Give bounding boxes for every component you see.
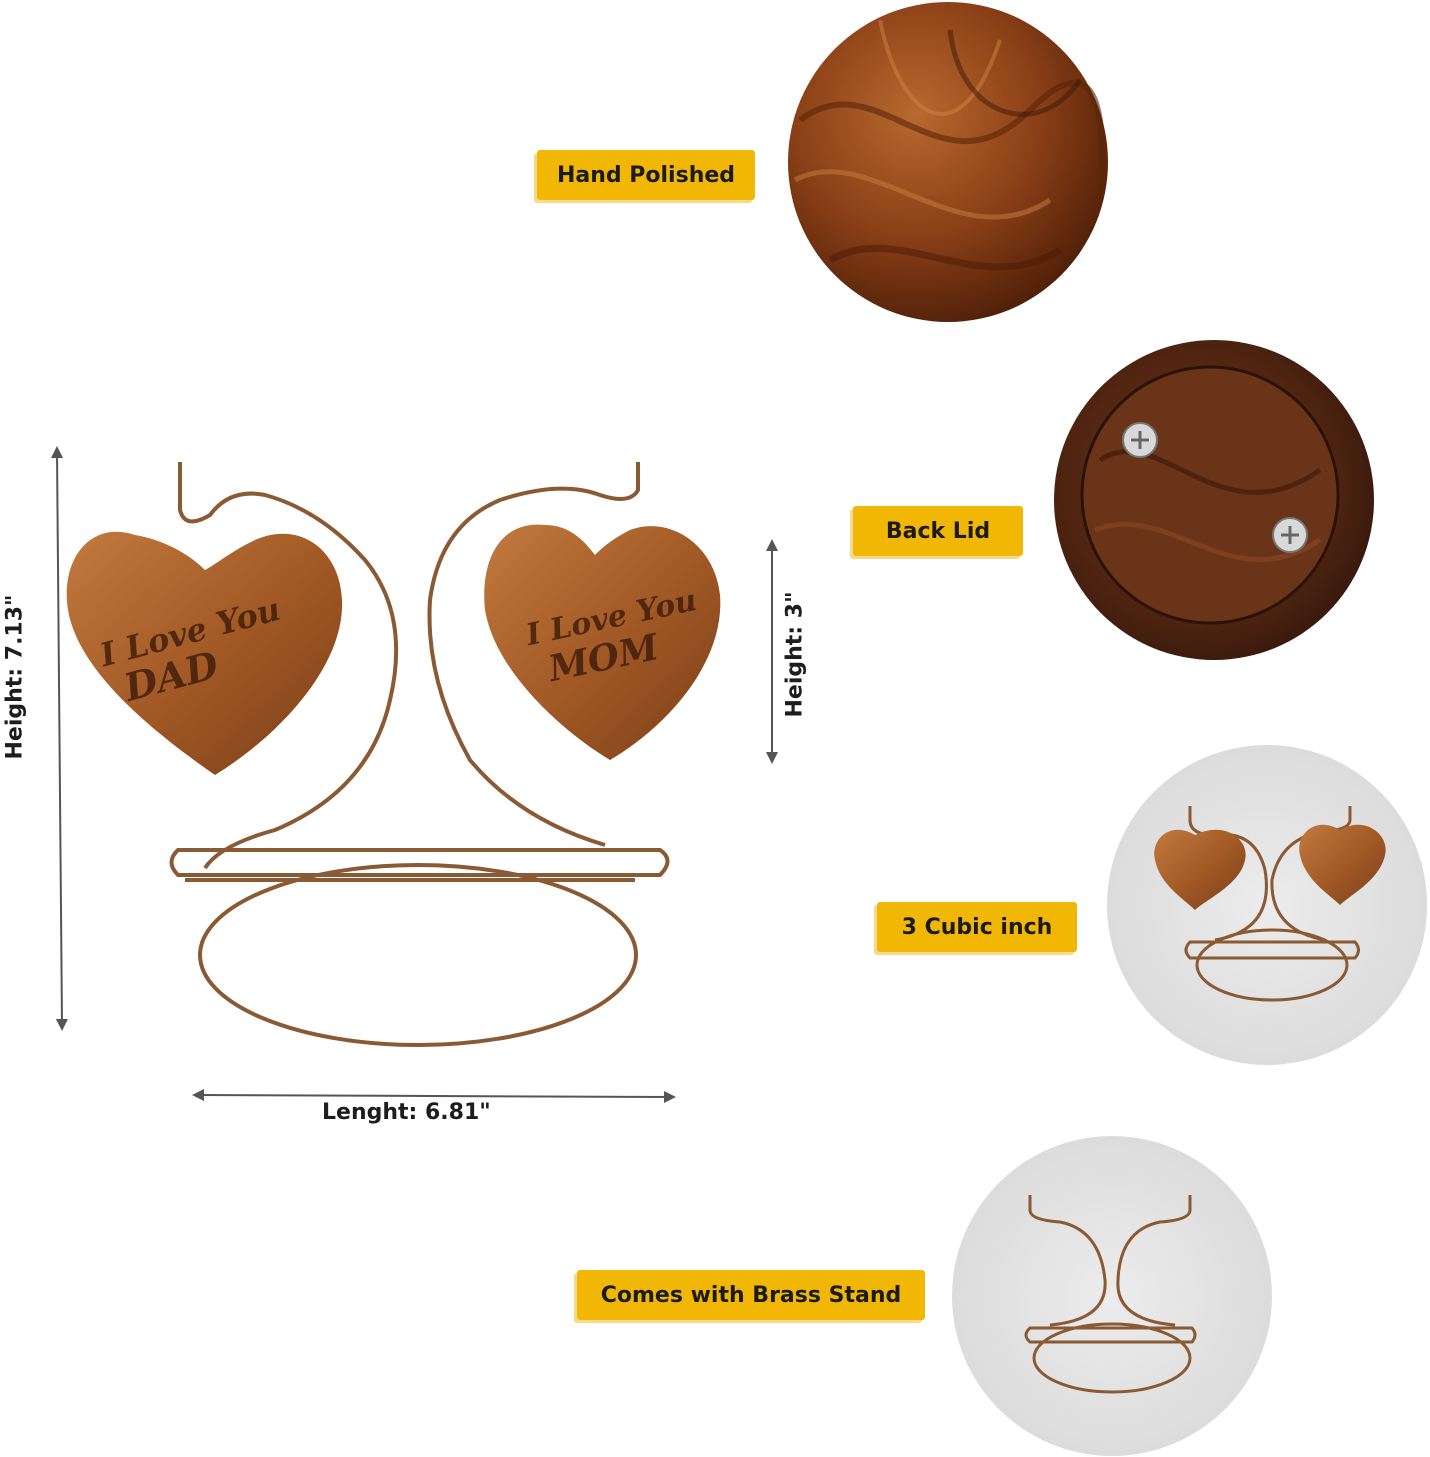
length-arrow: [192, 1089, 676, 1103]
product-thumbnail: [1107, 745, 1427, 1065]
screw-icon: [1272, 517, 1308, 553]
height-arrow: [51, 446, 68, 1031]
mom-heart: I Love You MOM: [484, 524, 721, 760]
cubic-inch-tag: 3 Cubic inch: [877, 902, 1077, 952]
heart-height-label: Height: 3": [782, 591, 808, 718]
back-lid-disk: [1054, 340, 1374, 660]
total-height-label: Height: 7.13": [2, 594, 28, 760]
brass-stand-tag: Comes with Brass Stand: [577, 1270, 925, 1320]
screw-icon: [1122, 422, 1158, 458]
hand-polished-tag: Hand Polished: [537, 150, 755, 200]
stand-thumbnail: [952, 1136, 1272, 1456]
brass-stand: [169, 462, 670, 1047]
back-lid-tag: Back Lid: [853, 506, 1023, 556]
length-label: Lenght: 6.81": [322, 1100, 491, 1125]
dad-heart: I Love You DAD: [66, 531, 343, 775]
polished-wood-disk: [788, 2, 1108, 322]
